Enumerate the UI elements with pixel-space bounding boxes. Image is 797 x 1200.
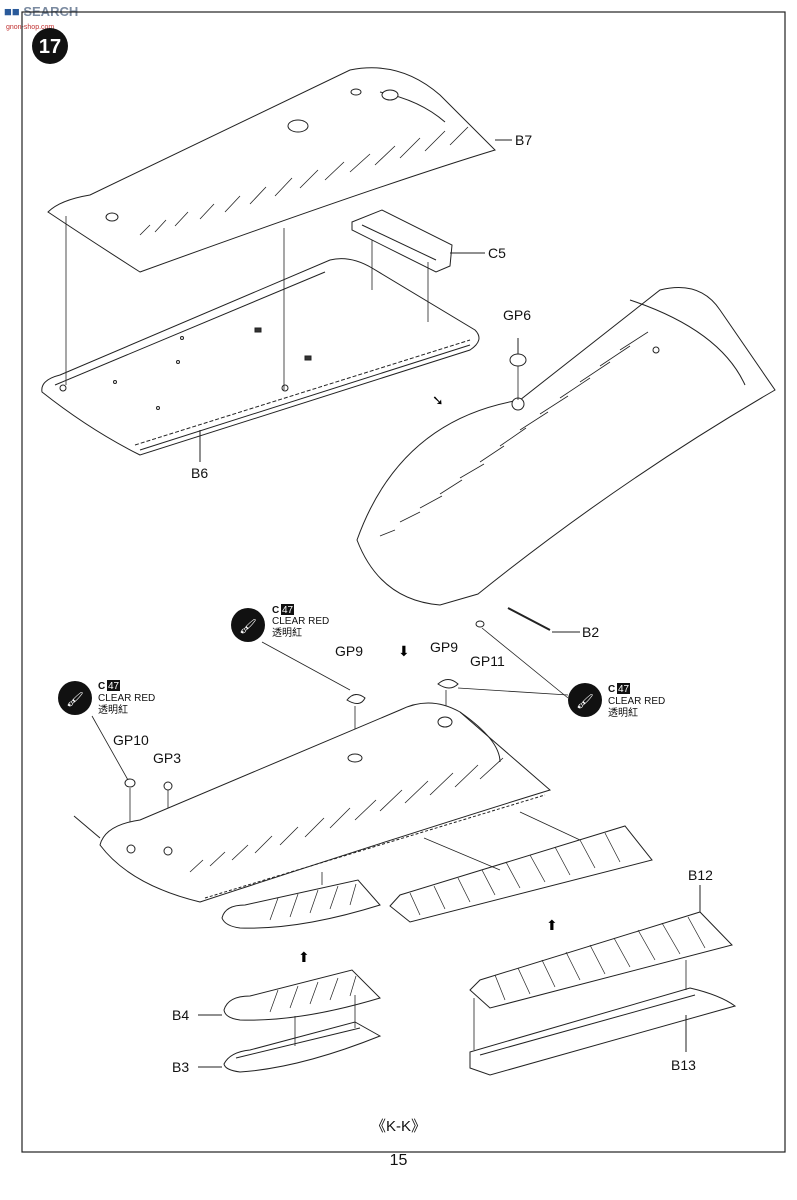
label-b7: B7 xyxy=(515,132,532,148)
label-b4: B4 xyxy=(172,1007,189,1023)
step-badge: 17 xyxy=(32,28,68,64)
part-b7-upper-wing xyxy=(47,67,496,273)
guide-lines-top xyxy=(65,216,429,390)
label-b2: B2 xyxy=(582,624,599,640)
part-lower-wing-assembly xyxy=(73,702,552,903)
label-c5: C5 xyxy=(488,245,506,261)
label-gp6: GP6 xyxy=(503,307,531,323)
svg-text:17: 17 xyxy=(39,36,61,58)
direction-arrow-1: ➘ xyxy=(432,392,444,408)
svg-text:CLEAR RED: CLEAR RED xyxy=(272,616,329,627)
guide-lines-b12-b13 xyxy=(473,960,687,1050)
label-b12: B12 xyxy=(688,867,713,883)
watermark-subtext: gnon-shop.com xyxy=(6,24,55,31)
view-caption: 《K-K》 xyxy=(370,1118,426,1135)
part-b6-lower-wing xyxy=(41,258,480,456)
page-number: 15 xyxy=(389,1152,408,1169)
svg-text:CLEAR RED: CLEAR RED xyxy=(98,693,155,704)
label-gp3: GP3 xyxy=(153,750,181,766)
guide-lines-b3-b4 xyxy=(294,995,356,1046)
svg-text:47: 47 xyxy=(618,684,630,695)
direction-arrow-3: ⬆ xyxy=(298,949,310,965)
svg-text:🖌: 🖌 xyxy=(239,618,257,635)
svg-text:CLEAR RED: CLEAR RED xyxy=(608,696,665,707)
b2-part-rod xyxy=(507,607,551,631)
svg-text:C: C xyxy=(98,681,105,692)
svg-text:透明紅: 透明紅 xyxy=(98,704,128,716)
part-large-flap xyxy=(389,825,653,923)
gp9-right-part xyxy=(437,679,459,689)
label-gp11: GP11 xyxy=(470,653,505,669)
guide-lines-middle xyxy=(321,811,581,885)
part-small-flap xyxy=(221,879,381,929)
svg-text:🖌: 🖌 xyxy=(66,691,84,708)
part-b2-wing xyxy=(356,287,776,606)
label-gp10: GP10 xyxy=(113,732,149,748)
svg-text:🖌: 🖌 xyxy=(576,693,594,710)
gp6-part xyxy=(509,353,527,367)
part-b13-flap xyxy=(469,987,737,1076)
svg-text:C: C xyxy=(272,605,279,616)
svg-text:47: 47 xyxy=(282,605,294,616)
gp10-part xyxy=(124,778,136,788)
label-b3: B3 xyxy=(172,1059,189,1075)
paint-callout-right: 🖌 C 47 CLEAR RED 透明紅 xyxy=(457,627,665,719)
svg-text:47: 47 xyxy=(108,681,120,692)
gp3-part xyxy=(163,781,173,791)
label-b6: B6 xyxy=(191,465,208,481)
gp9-left-part xyxy=(346,694,366,704)
svg-text:透明紅: 透明紅 xyxy=(272,627,302,639)
label-gp9-right: GP9 xyxy=(430,639,458,655)
label-b13: B13 xyxy=(671,1057,696,1073)
direction-arrow-2: ⬇ xyxy=(398,643,410,659)
paint-callout-left: 🖌 C 47 CLEAR RED 透明紅 xyxy=(58,680,155,781)
part-b3-flap xyxy=(223,1021,382,1073)
part-b4-flap xyxy=(223,969,381,1021)
paint-callout-top: 🖌 C 47 CLEAR RED 透明紅 xyxy=(231,604,351,691)
gp11-part xyxy=(475,620,485,628)
part-b12-flap xyxy=(469,911,733,1009)
label-gp9-left: GP9 xyxy=(335,643,363,659)
page-frame xyxy=(21,11,786,1153)
svg-text:C: C xyxy=(608,684,615,695)
svg-text:透明紅: 透明紅 xyxy=(608,707,638,719)
part-c5-insert xyxy=(351,209,453,273)
direction-arrow-4: ⬆ xyxy=(546,917,558,933)
